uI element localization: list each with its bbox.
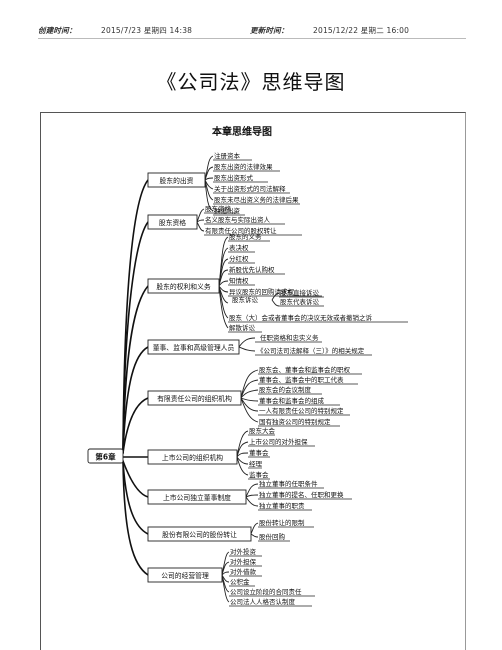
leaf-item: 股东资格: [205, 204, 232, 213]
leaf-item: 表决权: [229, 243, 249, 252]
branch-line-3: [122, 285, 149, 454]
branch-label: 股东的出资: [160, 176, 194, 185]
leaf-item: 股东代表诉讼: [280, 297, 320, 306]
branch-listed-company-organization: 上市公司的组织机构 股东大会 上市公司的对外担保 董事会 经理 监事会: [147, 426, 315, 480]
branch-shareholder-qualification: 股东资格 股东资格 名义股东与实际出资人 有限责任公司的股权转让: [147, 204, 302, 236]
branch-llc-organization: 有限责任公司的组织机构 股东会、董事会和监事会的职权 董事会、监事会中的职工代表…: [147, 365, 362, 427]
leaf-item: 公司法人人格否认制度: [230, 597, 296, 606]
leaf-item: 董事会和监事会的组成: [259, 396, 325, 405]
leaf-item: 异议股东的回购请求权: [229, 287, 295, 296]
leaf-item: 董事会: [249, 448, 269, 457]
leaf-item: 股东出资的法律效果: [214, 162, 273, 171]
leaf-item: 《公司法司法解释（三）》的相关规定: [257, 346, 365, 355]
leaf-item: 股东直接诉讼: [280, 288, 320, 297]
mindmap-root-box: [87, 448, 124, 464]
created-label: 创建时间：: [38, 26, 77, 35]
mindmap-title: 本章思维导图: [212, 125, 272, 138]
branch-box: [147, 567, 223, 583]
branch-share-transfer: 股份有限公司的股份转让 股份转让的限制 股份回购: [147, 518, 314, 542]
branch-box: [147, 278, 220, 294]
leaf-item: 独立董事的提名、任职和更换: [259, 490, 344, 499]
leaf-item: 股东的义务: [229, 232, 262, 241]
leaf-item: 注册资本: [214, 151, 241, 160]
leaf-item: 股东大会: [249, 426, 276, 435]
branch-box: [147, 489, 247, 505]
leaf-item: 知情权: [229, 276, 249, 285]
leaf-item: 公积金: [230, 577, 250, 586]
leaf-item: 国有独资公司的特别规定: [259, 417, 331, 426]
leaf-item: 股东会、董事会和监事会的职权: [259, 365, 351, 374]
branch-box: [147, 449, 238, 465]
branch-box: [147, 526, 252, 542]
branch-independent-director-system: 上市公司独立董事制度 独立董事的任职条件 独立董事的提名、任职和更换 独立董事的…: [147, 479, 352, 511]
branch-label: 股份有限公司的股份转让: [162, 530, 237, 539]
leaf-item: 分红权: [229, 254, 249, 263]
branch-line-9: [122, 460, 149, 576]
leaf-item: 任职资格和忠实义务: [260, 333, 319, 342]
leaf-item: 一人有限责任公司的特别规定: [259, 406, 344, 415]
leaf-item: 经理: [249, 459, 263, 468]
branch-directors-supervisors-officers: 董事、监事和高级管理人员 任职资格和忠实义务 《公司法司法解释（三）》的相关规定: [147, 333, 372, 356]
document-meta-header: 创建时间： 2015/7/23 星期四 14:38 更新时间： 2015/12/…: [0, 0, 502, 40]
leaf-item: 股东会的会议制度: [259, 385, 312, 394]
leaf-item: 股东诉讼: [232, 295, 259, 304]
leaf-item: 股东（大）会或者董事会的决议无效或者撤销之诉: [229, 313, 373, 322]
branch-label: 上市公司独立董事制度: [163, 493, 231, 502]
branch-label: 股东资格: [159, 218, 186, 227]
leaf-item: 解散诉讼: [229, 323, 256, 332]
leaf-item: 股东出资形式: [214, 173, 254, 182]
updated-label: 更新时间：: [250, 26, 289, 35]
mindmap-connectors: [122, 155, 280, 603]
branch-line-2: [122, 221, 149, 454]
updated-value: 2015/12/22 星期二 16:00: [313, 26, 410, 35]
leaf-item: 上市公司的对外担保: [249, 437, 308, 446]
leaf-item: 关于出资形式的司法解释: [214, 184, 286, 193]
branch-box: [147, 172, 206, 188]
document-title: 《公司法》思维导图: [156, 70, 346, 94]
branch-box: [147, 214, 198, 230]
branch-box: [147, 339, 240, 355]
leaf-item: 对外借款: [230, 567, 257, 576]
branch-label: 股东的权利和义务: [156, 282, 211, 291]
branch-line-4: [122, 346, 149, 454]
branch-business-management: 公司的经营管理 对外投资 对外担保 对外借款 公积金 公司设立阶段的合同责任 公…: [147, 547, 315, 607]
leaf-item: 有限责任公司的股权转让: [205, 226, 277, 235]
leaf-item: 对外投资: [230, 547, 257, 556]
branch-line-8: [122, 460, 149, 535]
leaf-item: 股东未尽出资义务的法律后果: [214, 195, 299, 204]
leaf-item: 对外担保: [230, 557, 257, 566]
branch-shareholder-rights-obligations: 股东的权利和义务 股东的义务 表决权 分红权 新股优先认购权 知情权 异议股东的…: [147, 232, 408, 333]
header-divider: [38, 38, 466, 39]
created-value: 2015/7/23 星期四 14:38: [101, 26, 193, 35]
leaf-item: 抽逃出资: [214, 206, 241, 215]
branch-line-5: [122, 397, 149, 454]
branch-box: [147, 390, 242, 406]
leaf-item: 股份回购: [259, 532, 286, 541]
leaf-item: 独立董事的任职条件: [259, 479, 318, 488]
leaf-item: 监事会: [249, 470, 269, 479]
leaf-item: 新股优先认购权: [229, 265, 275, 274]
branch-line-7: [122, 460, 149, 498]
mindmap-root-label: 第6章: [95, 452, 116, 462]
branch-label: 有限责任公司的组织机构: [157, 394, 232, 403]
leaf-item: 董事会、监事会中的职工代表: [259, 375, 344, 384]
branch-shareholder-contribution: 股东的出资 注册资本 股东出资的法律效果 股东出资形式 关于出资形式的司法解释 …: [147, 151, 300, 216]
branch-label: 公司的经营管理: [161, 571, 209, 580]
branch-label: 上市公司的组织机构: [162, 453, 223, 462]
branch-label: 董事、监事和高级管理人员: [153, 343, 235, 352]
leaf-item: 名义股东与实际出资人: [205, 215, 271, 224]
leaf-item: 独立董事的职责: [259, 501, 305, 510]
leaf-item: 股份转让的限制: [259, 518, 305, 527]
leaf-item: 公司设立阶段的合同责任: [230, 587, 302, 596]
